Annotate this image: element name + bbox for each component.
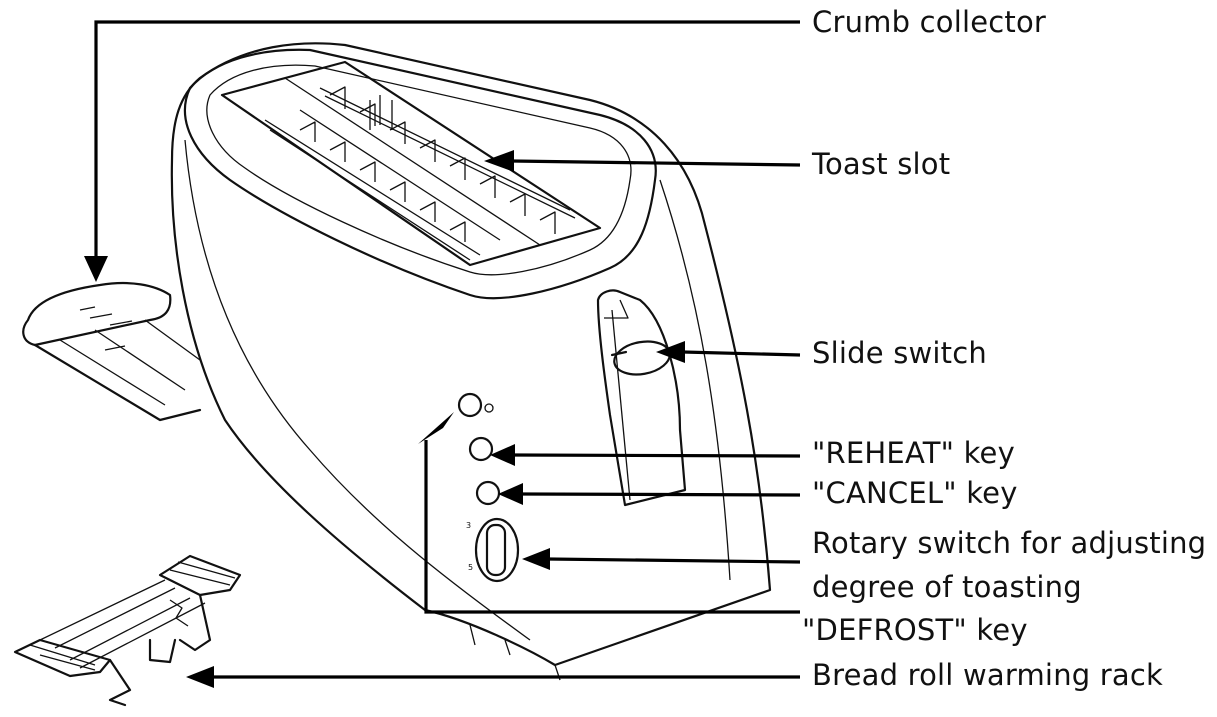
leader-toast-slot [484,150,801,172]
label-slide-switch: Slide switch [812,336,987,370]
label-toast-slot: Toast slot [812,147,951,181]
leader-slide-switch [656,341,801,363]
label-warming-rack: Bread roll warming rack [812,658,1164,692]
cancel-button [475,480,501,506]
leader-crumb-collector [84,20,800,282]
bread-cage [264,86,576,261]
rotary-knob: 3 5 [466,517,520,583]
toaster-body: 3 5 [170,42,772,681]
label-rotary-switch-line1: Rotary switch for adjusting [812,526,1207,560]
leader-defrost-key [418,412,800,614]
leader-reheat-key [490,444,801,466]
svg-text:3: 3 [466,521,471,530]
label-cancel-key: "CANCEL" key [812,476,1018,510]
crumb-tray [22,281,202,422]
slide-switch-knob [613,340,671,376]
leader-rotary-switch [522,548,801,570]
leader-warming-rack [186,666,800,688]
warming-rack-drawing [13,554,242,707]
leader-cancel-key [498,483,801,505]
label-rotary-switch-line2: degree of toasting [812,570,1082,604]
label-defrost-key: "DEFROST" key [802,613,1028,647]
label-reheat-key: "REHEAT" key [812,436,1015,470]
reheat-button [468,436,494,462]
label-crumb-collector: Crumb collector [812,5,1047,39]
svg-text:5: 5 [468,563,473,572]
defrost-button [457,392,483,418]
lever-slot [596,289,687,507]
